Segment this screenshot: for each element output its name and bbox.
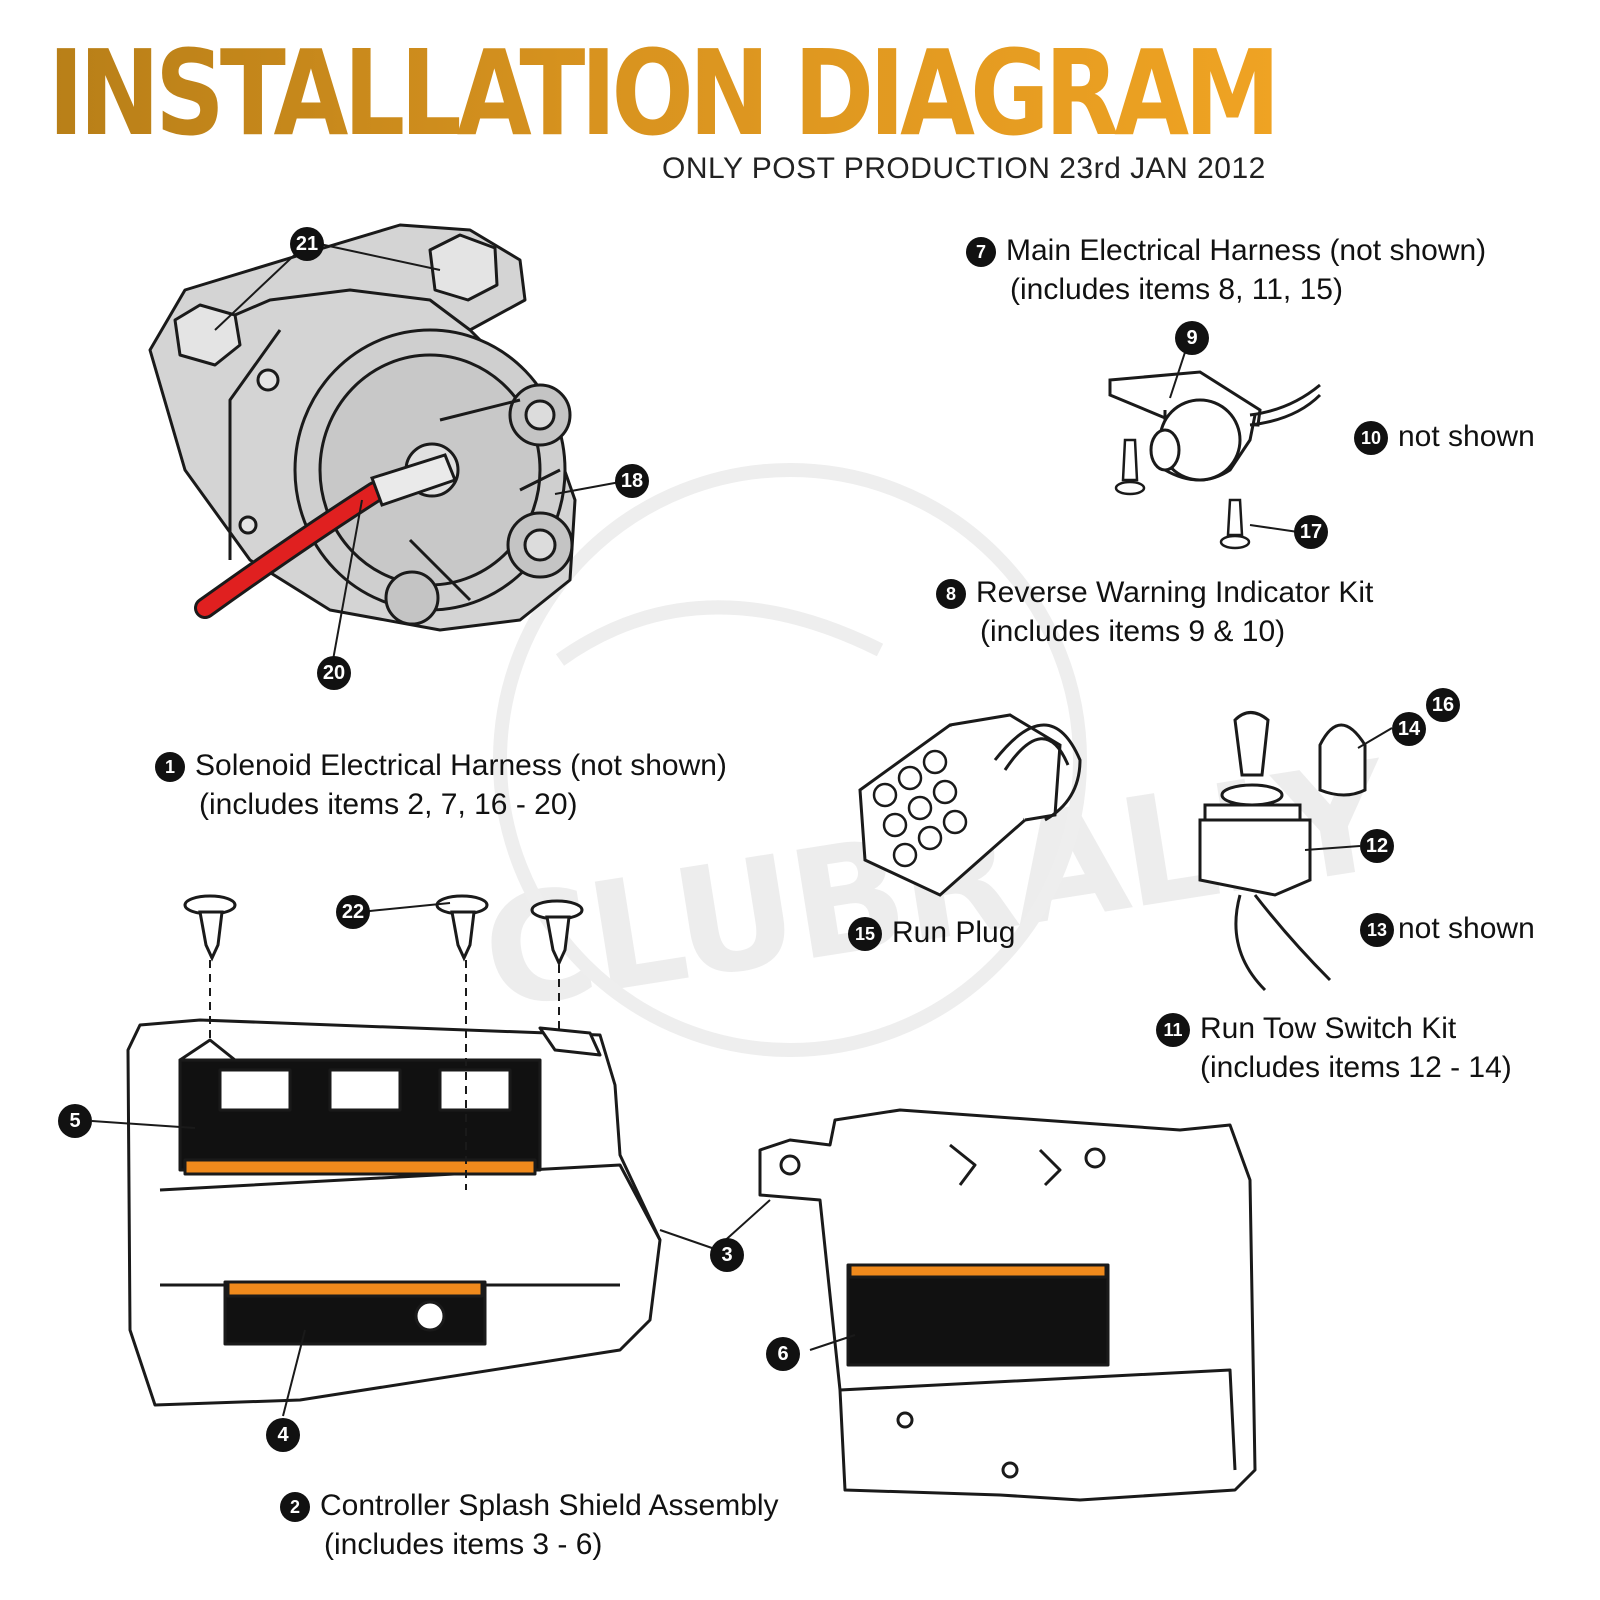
callout-3: 3	[710, 1238, 744, 1272]
callout-17: 17	[1294, 515, 1328, 549]
legend-number-1: 1	[155, 752, 185, 782]
callout-12: 12	[1360, 829, 1394, 863]
push-rivets	[183, 894, 584, 967]
legend-item-1-includes: (includes items 2, 7, 16 - 20)	[199, 788, 578, 821]
legend-item-8-title: Reverse Warning Indicator Kit	[976, 576, 1374, 609]
legend-item-1: 1 Solenoid Electrical Harness (not shown)…	[155, 746, 727, 824]
legend-item-2-includes: (includes items 3 - 6)	[324, 1528, 603, 1561]
legend-number-2: 2	[280, 1492, 310, 1522]
reverse-warning-buzzer	[1108, 370, 1322, 550]
legend-number-15: 15	[848, 917, 882, 951]
splash-shield-left	[126, 1018, 662, 1407]
legend-number-7: 7	[966, 237, 996, 267]
legend-item-7-title: Main Electrical Harness (not shown)	[1006, 234, 1487, 267]
callout-20: 20	[317, 656, 351, 690]
legend-item-13-text: not shown	[1398, 912, 1535, 945]
legend-item-10: 10 not shown	[1354, 417, 1535, 456]
legend-item-10-text: not shown	[1398, 420, 1535, 453]
legend-item-7: 7 Main Electrical Harness (not shown) (in…	[966, 231, 1486, 309]
callout-22: 22	[336, 895, 370, 929]
callout-9: 9	[1175, 321, 1209, 355]
run-plug	[858, 713, 1082, 897]
page-subtitle: ONLY POST PRODUCTION 23rd JAN 2012	[662, 152, 1266, 185]
callout-21: 21	[290, 227, 324, 261]
callout-5: 5	[58, 1104, 92, 1138]
legend-item-2: 2 Controller Splash Shield Assembly (incl…	[280, 1486, 779, 1564]
legend-number-10: 10	[1354, 421, 1388, 455]
legend-item-11: 11 Run Tow Switch Kit (includes items 12 …	[1156, 1009, 1512, 1087]
legend-item-1-title: Solenoid Electrical Harness (not shown)	[195, 749, 727, 782]
legend-item-15-text: Run Plug	[892, 916, 1016, 949]
splash-shield-right	[758, 1108, 1257, 1502]
legend-item-15: 15 Run Plug	[848, 913, 1015, 952]
run-tow-switch	[1198, 711, 1367, 992]
legend-item-2-title: Controller Splash Shield Assembly	[320, 1489, 779, 1522]
legend-item-11-title: Run Tow Switch Kit	[1200, 1012, 1457, 1045]
legend-number-8: 8	[936, 579, 966, 609]
legend-number-11: 11	[1156, 1013, 1190, 1047]
callout-16: 16	[1426, 688, 1460, 722]
callout-18: 18	[615, 464, 649, 498]
legend-item-8-includes: (includes items 9 & 10)	[980, 615, 1286, 648]
callout-4: 4	[266, 1418, 300, 1452]
screw	[1114, 438, 1251, 550]
legend-number-13: 13	[1360, 913, 1394, 947]
legend-item-8: 8 Reverse Warning Indicator Kit (includes…	[936, 573, 1373, 651]
page-title: INSTALLATION DIAGRAM	[48, 24, 1280, 162]
legend-item-11-includes: (includes items 12 - 14)	[1200, 1051, 1512, 1084]
solenoid	[148, 223, 577, 632]
callout-6: 6	[766, 1337, 800, 1371]
callout-14: 14	[1392, 712, 1426, 746]
wire-terminal	[370, 453, 457, 507]
legend-item-7-includes: (includes items 8, 11, 15)	[1010, 273, 1343, 306]
